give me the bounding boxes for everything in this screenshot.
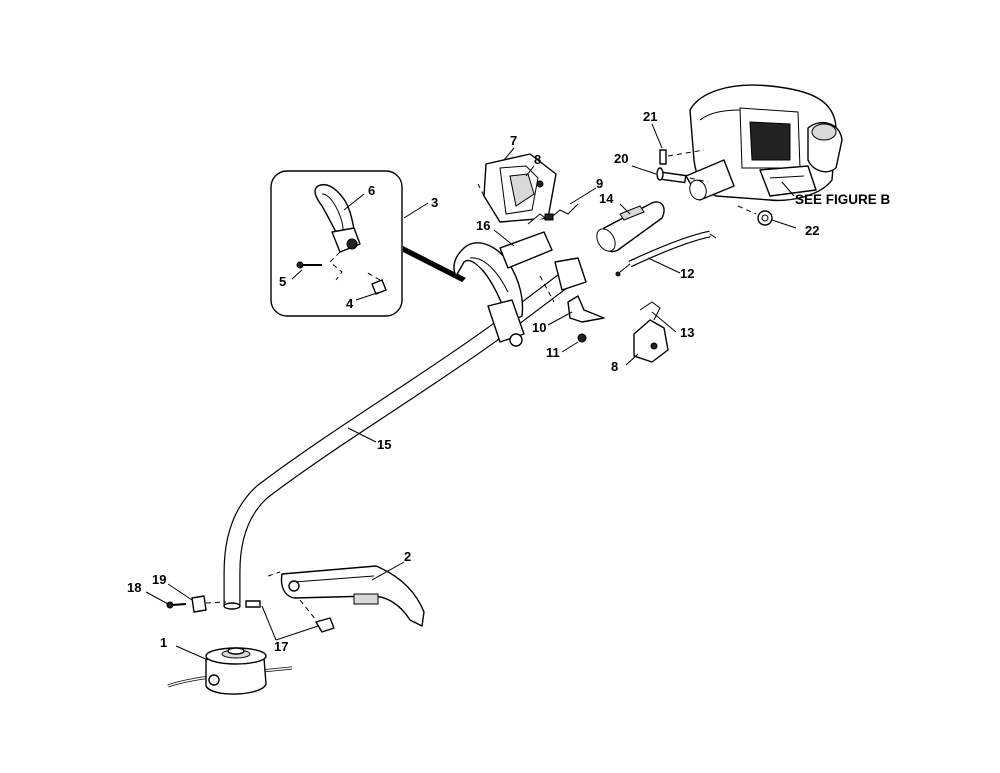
callout-12: 12 <box>680 266 694 281</box>
trigger-lever <box>567 295 605 323</box>
callout-16: 16 <box>476 218 490 233</box>
callout-20: 20 <box>614 151 628 166</box>
callout-9: 9 <box>596 176 603 191</box>
callout-7: 7 <box>510 133 517 148</box>
guard-hardware <box>245 599 335 633</box>
throttle-cable <box>615 230 717 277</box>
trimmer-head <box>167 647 293 695</box>
callout-14: 14 <box>599 191 614 206</box>
see-figure-b-label: SEE FIGURE B <box>795 192 891 207</box>
leader-lines <box>145 123 797 661</box>
engine-bolt <box>656 167 709 184</box>
label-sleeve <box>499 231 553 269</box>
grass-guard <box>267 565 425 627</box>
inset-pointer <box>403 246 466 282</box>
curved-shaft <box>223 257 587 610</box>
callout-19: 19 <box>152 572 166 587</box>
callout-10: 10 <box>532 320 546 335</box>
callouts: 1 2 3 4 5 6 7 8 9 10 11 12 13 14 15 16 1… <box>127 109 891 654</box>
handle-detail-inset <box>270 170 403 317</box>
engine-nut <box>737 205 773 226</box>
throttle-housing <box>633 301 669 363</box>
engine-pin <box>659 149 705 165</box>
foam-grip <box>596 201 665 253</box>
callout-8-throttle: 8 <box>611 359 618 374</box>
shaft-clamp <box>166 595 227 613</box>
callout-15: 15 <box>377 437 391 452</box>
callout-3: 3 <box>431 195 438 210</box>
callout-17: 17 <box>274 639 288 654</box>
callout-6: 6 <box>368 183 375 198</box>
callout-21: 21 <box>643 109 657 124</box>
callout-22: 22 <box>805 223 819 238</box>
callout-11: 11 <box>546 345 560 360</box>
engine-assembly <box>685 84 843 202</box>
callout-5: 5 <box>279 274 286 289</box>
callout-18: 18 <box>127 580 141 595</box>
callout-8-housing: 8 <box>534 152 541 167</box>
callout-13: 13 <box>680 325 694 340</box>
callout-4: 4 <box>346 296 354 311</box>
callout-2: 2 <box>404 549 411 564</box>
housing-plate <box>477 153 557 223</box>
callout-1: 1 <box>160 635 167 650</box>
trigger-nut <box>577 333 587 343</box>
